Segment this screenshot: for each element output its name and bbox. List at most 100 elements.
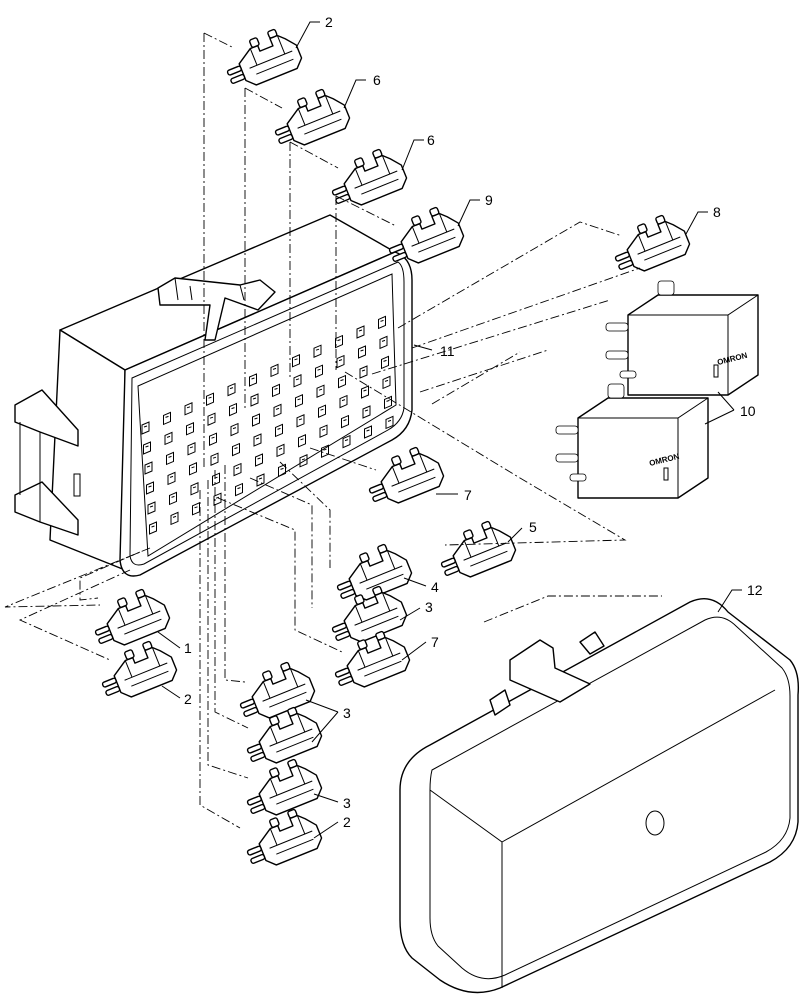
callout-6-upper: 6 (373, 72, 381, 88)
terminal-cavity (144, 461, 153, 475)
terminal-cavity (227, 382, 236, 397)
terminal-cavity (170, 511, 179, 526)
callout-2-bottom: 2 (343, 814, 351, 830)
fuse-item-5 (432, 515, 520, 586)
terminal-cavity (252, 413, 260, 427)
fuse-item-6-upper (266, 83, 354, 154)
relay-upper: OMRON (605, 280, 759, 396)
fuse-block-cover (399, 598, 800, 994)
terminal-cavity (342, 434, 351, 449)
fuse-block-terminal-grid (141, 315, 394, 535)
callout-2-left: 2 (184, 691, 192, 707)
terminal-cavity (316, 384, 325, 398)
terminal-cavity (229, 402, 237, 417)
terminal-cavity (187, 442, 196, 456)
terminal-cavity (250, 393, 259, 407)
fuse-item-8 (606, 209, 694, 280)
terminal-cavity (186, 422, 194, 436)
callout-11: 11 (440, 343, 455, 359)
callout-3-center: 3 (425, 599, 433, 615)
terminal-cavity (233, 462, 242, 477)
fuse-item-9 (380, 201, 468, 272)
terminal-cavity (192, 502, 200, 516)
terminal-cavity (270, 363, 279, 378)
fuse-item-1 (86, 583, 174, 654)
callout-leaders (157, 21, 742, 839)
terminal-cavity (209, 432, 217, 446)
terminal-cavity (210, 452, 219, 466)
fuse-block-housing (14, 214, 413, 577)
terminal-cavity (361, 385, 369, 399)
terminal-cavity (169, 491, 177, 506)
terminal-cavity (232, 442, 240, 457)
fuse-item-3-lower-c (238, 753, 326, 824)
terminal-cavity (206, 392, 214, 406)
terminal-cavity (249, 373, 257, 387)
terminal-cavity (190, 482, 199, 496)
fuse-item-2-top (218, 23, 306, 94)
terminal-cavity (164, 431, 173, 446)
terminal-cavity (256, 473, 265, 487)
callout-labels: 2 6 6 9 8 11 10 7 5 4 3 7 1 2 3 3 2 12 (184, 14, 763, 830)
terminal-cavity (272, 383, 280, 398)
terminal-cavity (292, 354, 300, 368)
terminal-cavity (141, 421, 150, 435)
terminal-cavity (384, 395, 392, 410)
callout-8: 8 (713, 204, 721, 220)
relay-lower: OMRON (555, 383, 709, 499)
fuse-item-6-lower (323, 143, 411, 214)
terminal-cavity (295, 394, 303, 408)
terminal-cavity (235, 482, 243, 497)
terminal-cavity (273, 403, 282, 418)
terminal-cavity (356, 325, 365, 339)
callout-3-lower-a: 3 (343, 705, 351, 721)
callout-1: 1 (184, 640, 192, 656)
callout-2-top: 2 (325, 14, 333, 30)
callout-12: 12 (747, 582, 763, 598)
callout-6-lower: 6 (427, 132, 435, 148)
terminal-cavity (146, 481, 154, 495)
terminal-cavity (276, 443, 285, 458)
terminal-cavity (319, 424, 328, 438)
terminal-cavity (293, 374, 302, 388)
terminal-cavity (298, 434, 306, 448)
callout-3-lower-c: 3 (343, 795, 351, 811)
callout-4: 4 (431, 579, 439, 595)
terminal-cavity (296, 414, 305, 428)
callout-5: 5 (529, 519, 537, 535)
terminal-cavity (299, 454, 308, 468)
terminal-cavity (207, 412, 216, 426)
terminal-cavity (147, 501, 156, 515)
terminal-cavity (255, 453, 263, 467)
terminal-cavity (166, 451, 174, 466)
callout-7-right: 7 (464, 487, 472, 503)
terminal-cavity (378, 315, 386, 330)
terminal-cavity (341, 414, 349, 429)
terminal-cavity (184, 402, 193, 416)
terminal-cavity (143, 441, 151, 455)
terminal-cavity (230, 422, 239, 437)
alignment-lines (4, 32, 662, 829)
terminal-cavity (382, 375, 391, 390)
terminal-cavity (213, 492, 222, 506)
terminal-cavity (358, 345, 366, 359)
terminal-cavity (338, 374, 346, 389)
fuse-item-2-left (93, 635, 181, 706)
terminal-cavity (163, 411, 171, 426)
terminal-cavity (336, 354, 345, 369)
terminal-cavity (253, 433, 262, 447)
terminal-cavity (149, 521, 157, 535)
terminal-cavity (385, 415, 394, 430)
terminal-cavity (189, 462, 197, 476)
terminal-cavity (359, 365, 368, 379)
callout-9: 9 (485, 192, 493, 208)
terminal-cavity (318, 404, 326, 418)
terminal-cavity (275, 423, 283, 438)
terminal-cavity (315, 364, 323, 378)
terminal-cavity (339, 394, 348, 409)
callout-7-center: 7 (431, 634, 439, 650)
terminal-cavity (313, 344, 322, 358)
terminal-cavity (335, 334, 343, 349)
fuse-item-2-bottom (238, 803, 326, 874)
